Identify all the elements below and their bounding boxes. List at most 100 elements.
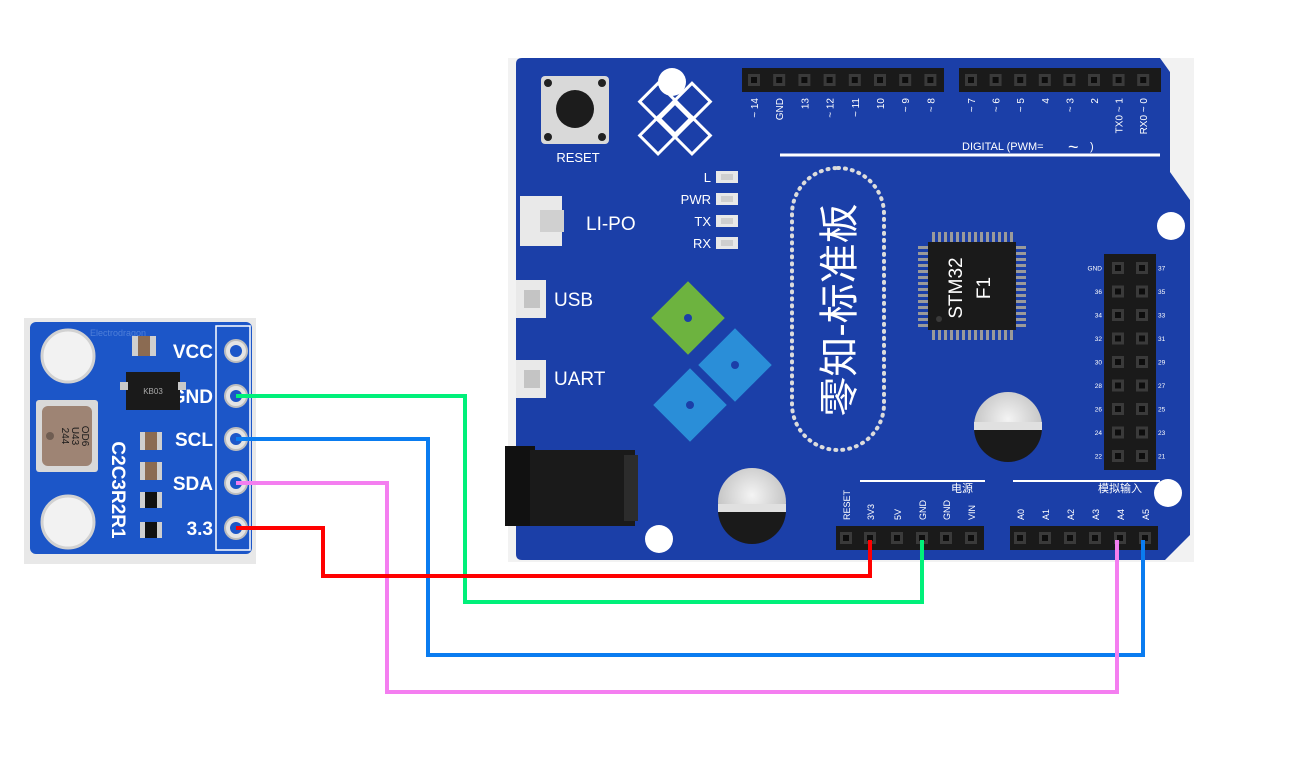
board-title: 零知-标准板 (818, 203, 862, 416)
chip-pin (956, 330, 959, 340)
chip-text: OD6 (79, 426, 90, 447)
capacitor (974, 392, 1042, 462)
regulator-text: KB03 (143, 387, 163, 396)
chip-pin (980, 232, 983, 242)
analog-pin-label: A0 (1016, 509, 1026, 520)
extension-pin-label: 24 (1095, 430, 1103, 437)
chip-pin (918, 270, 928, 273)
extension-pin-label: 32 (1095, 336, 1103, 343)
chip-pin (968, 330, 971, 340)
chip-pin (974, 330, 977, 340)
reset-button[interactable] (541, 76, 609, 144)
module-mount-hole (40, 494, 96, 550)
chip-pin (944, 232, 947, 242)
wire-33-to-3v3 (236, 526, 872, 578)
led-label: PWR (681, 192, 711, 207)
chip-pin (1016, 258, 1026, 261)
chip-pin (974, 232, 977, 242)
extension-pin-label: 22 (1095, 454, 1103, 461)
led-label: RX (693, 236, 711, 251)
chip-pin (918, 282, 928, 285)
digital-pin-label: ~ 6 (992, 98, 1003, 113)
digital-pin-label: ~ 7 (967, 98, 978, 113)
extension-pin-label: 27 (1158, 383, 1166, 390)
mount-hole (1157, 212, 1185, 240)
digital-pin-label: TX0 ~ 1 (1115, 98, 1126, 134)
extension-pin-label: 25 (1158, 407, 1166, 414)
chip-pin (1016, 282, 1026, 285)
chip-pin (1016, 300, 1026, 303)
extension-pin-label: 29 (1158, 360, 1166, 367)
pressure-sensor-chip: 244 U43 OD6 (36, 400, 98, 472)
analog-pin-label: A3 (1091, 509, 1101, 520)
logo-outline-icon (637, 81, 713, 157)
chip-pin (998, 232, 1001, 242)
digital-label: DIGITAL (PWM= (962, 141, 1044, 153)
power-header-label: 电源 (951, 481, 973, 495)
extension-pin-label: 26 (1095, 407, 1103, 414)
chip-pin (1010, 330, 1013, 340)
extension-pin-label: 30 (1095, 360, 1103, 367)
analog-pin-label: A5 (1141, 509, 1151, 520)
chip-pin (938, 330, 941, 340)
wire-gnd-to-gnd (236, 394, 924, 604)
dc-power-jack (505, 446, 638, 526)
uart-label: UART (554, 369, 606, 390)
chip-pin (1016, 252, 1026, 255)
chip-pin (1016, 294, 1026, 297)
pwm-tilde: ~ (1068, 137, 1079, 157)
chip-pin (968, 232, 971, 242)
digital-pin-label: 10 (876, 98, 887, 110)
chip-pin (950, 330, 953, 340)
power-pin-label: GND (942, 500, 952, 521)
digital-pin-label: ~ 9 (901, 98, 912, 113)
extension-pin-label: 36 (1095, 289, 1103, 296)
chip-pin (918, 288, 928, 291)
led-label: L (704, 170, 711, 185)
wire-sda-to-a4 (236, 481, 1119, 694)
chip-pin (1004, 330, 1007, 340)
chip-text: 244 (59, 428, 70, 445)
chip-pin (998, 330, 1001, 340)
chip-pin (1004, 232, 1007, 242)
power-pin-label: 3V3 (866, 504, 876, 520)
digital-label-paren: ) (1090, 141, 1094, 153)
chip-pin (918, 294, 928, 297)
extension-pin-label: 34 (1095, 313, 1103, 320)
digital-pin-label: ~ 8 (926, 98, 937, 113)
chip-pin (918, 264, 928, 267)
analog-header-label: 模拟输入 (1098, 481, 1142, 495)
module-pin-label: SCL (175, 430, 213, 451)
module-pin-label: SDA (173, 474, 213, 495)
chip-pin (956, 232, 959, 242)
chip-pin (1016, 270, 1026, 273)
chip-pin (980, 330, 983, 340)
wire-scl-to-a5 (236, 437, 1145, 657)
extension-pin-label: 33 (1158, 313, 1166, 320)
power-pin-label: VIN (967, 505, 977, 520)
chip-pin (1016, 264, 1026, 267)
digital-pin-label: ~ 14 (750, 98, 761, 118)
chip-pin (1016, 306, 1026, 309)
extension-pin-label: 37 (1158, 266, 1166, 273)
digital-pin-label: RX0 ~ 0 (1139, 98, 1150, 135)
chip-pin (1016, 246, 1026, 249)
chip-pin (918, 258, 928, 261)
chip-pin (992, 330, 995, 340)
chip-pin (962, 232, 965, 242)
extension-pin-label: 35 (1158, 289, 1166, 296)
chip-pin (1010, 232, 1013, 242)
chip-pin (918, 306, 928, 309)
chip-pin (918, 252, 928, 255)
chip-pin (918, 324, 928, 327)
digital-pin-label: GND (775, 98, 786, 120)
module-silkscreen: C2C3R2R1 (107, 441, 128, 539)
chip-pin (1016, 288, 1026, 291)
chip-pin (1016, 312, 1026, 315)
analog-pin-label: A1 (1041, 509, 1051, 520)
power-pin-label: RESET (842, 489, 852, 520)
digital-pin-label: 4 (1041, 98, 1052, 104)
